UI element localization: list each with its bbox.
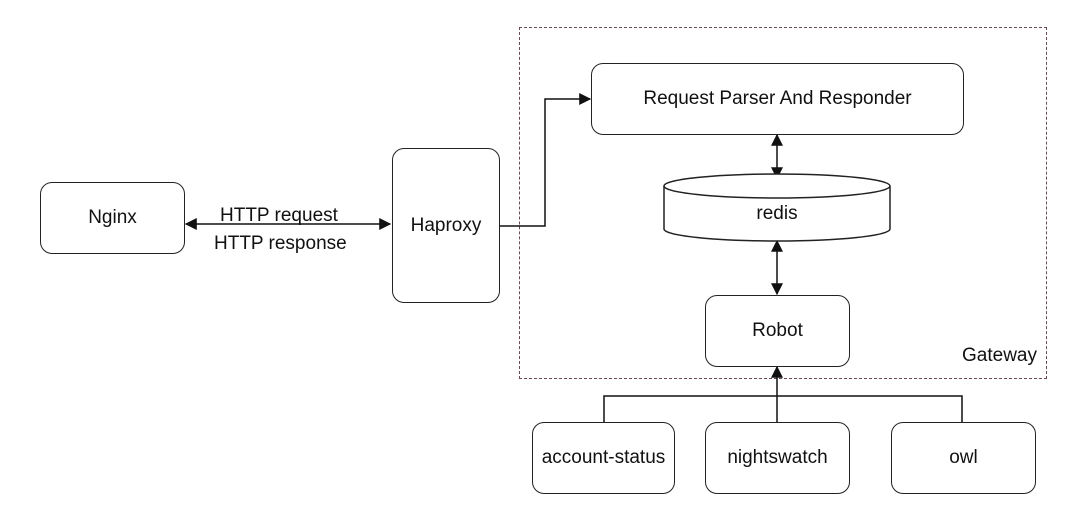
request-parser-node: Request Parser And Responder	[591, 63, 964, 135]
owl-node: owl	[891, 422, 1036, 494]
http-request-label: HTTP request	[220, 205, 338, 226]
haproxy-label: Haproxy	[410, 214, 482, 236]
nightswatch-label: nightswatch	[727, 447, 828, 468]
http-response-label: HTTP response	[214, 233, 347, 254]
redis-label: redis	[756, 203, 798, 224]
account-status-label: account-status	[541, 447, 666, 468]
haproxy-node: Haproxy	[392, 148, 500, 303]
gateway-label: Gateway	[962, 345, 1037, 366]
account-status-node: account-status	[532, 422, 675, 494]
nginx-label: Nginx	[88, 207, 137, 228]
robot-label: Robot	[752, 320, 803, 341]
sources-bus	[603, 395, 963, 422]
haproxy-parser-edge	[500, 93, 592, 227]
owl-label: owl	[949, 447, 978, 468]
nginx-node: Nginx	[40, 182, 185, 254]
gateway-group	[519, 27, 1047, 379]
robot-node: Robot	[705, 295, 850, 367]
nightswatch-node: nightswatch	[705, 422, 850, 494]
request-parser-label: Request Parser And Responder	[643, 88, 912, 109]
redis-cylinder	[663, 173, 891, 242]
